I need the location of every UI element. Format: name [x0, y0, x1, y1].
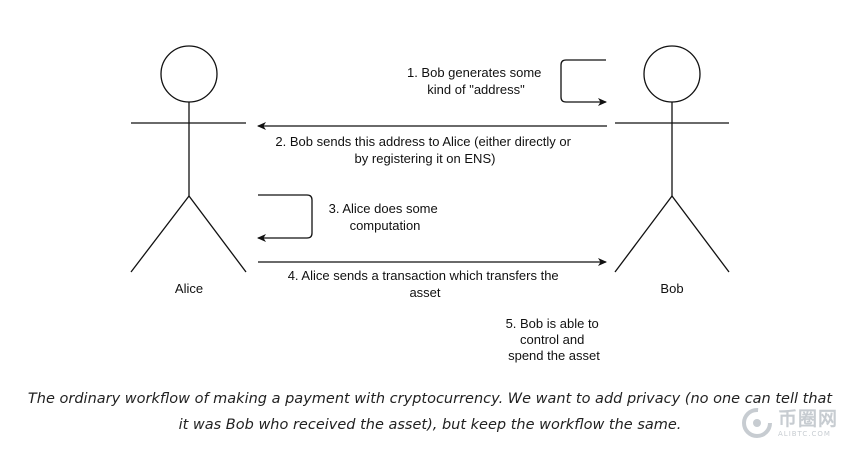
- step2-line1: 2. Bob sends this address to Alice (eith…: [275, 134, 571, 149]
- bob-head: [643, 45, 701, 103]
- bob-actor-figure: [614, 45, 730, 273]
- bob-left-leg: [614, 195, 673, 273]
- step2-label: 2. Bob sends this address to Alice (eith…: [275, 134, 574, 166]
- alice-right-leg: [188, 195, 247, 273]
- watermark-subtext: ALIBTC.COM: [778, 430, 831, 438]
- step5-line3: spend the asset: [508, 348, 600, 363]
- figure-caption: The ordinary workflow of making a paymen…: [0, 386, 860, 438]
- caption-line1: The ordinary workflow of making a paymen…: [27, 391, 833, 407]
- step2-line2: by registering it on ENS): [355, 151, 496, 166]
- bob-right-leg: [671, 195, 730, 273]
- step5-label: 5. Bob is able to control and spend the …: [506, 316, 603, 363]
- caption-line2: it was Bob who received the asset), but …: [178, 417, 682, 433]
- alice-left-leg: [130, 195, 190, 273]
- step3-self-loop-arrow: [257, 194, 313, 242]
- step3-label: 3. Alice does some computation: [329, 201, 442, 233]
- step1-line2: kind of "address": [427, 82, 525, 97]
- step4-line2: asset: [409, 285, 440, 300]
- watermark-logo-icon: [742, 408, 772, 438]
- step1-label: 1. Bob generates some kind of "address": [407, 65, 545, 97]
- alice-head: [160, 45, 218, 103]
- alice-actor-figure: [130, 45, 247, 273]
- watermark-text: 币圈网: [778, 408, 839, 430]
- step3-line1: 3. Alice does some: [329, 201, 438, 216]
- step3-line2: computation: [350, 218, 421, 233]
- sequence-diagram: Alice Bob 1. Bob generates some kind of …: [130, 45, 730, 363]
- step4-line1: 4. Alice sends a transaction which trans…: [288, 268, 559, 283]
- site-watermark: 币圈网 ALIBTC.COM: [740, 402, 848, 446]
- alice-label: Alice: [175, 281, 203, 296]
- step4-label: 4. Alice sends a transaction which trans…: [288, 268, 563, 300]
- step1-line1: 1. Bob generates some: [407, 65, 541, 80]
- step1-self-loop-arrow: [560, 59, 607, 106]
- bob-label: Bob: [660, 281, 683, 296]
- step5-line2: control and: [520, 332, 584, 347]
- step5-line1: 5. Bob is able to: [506, 316, 599, 331]
